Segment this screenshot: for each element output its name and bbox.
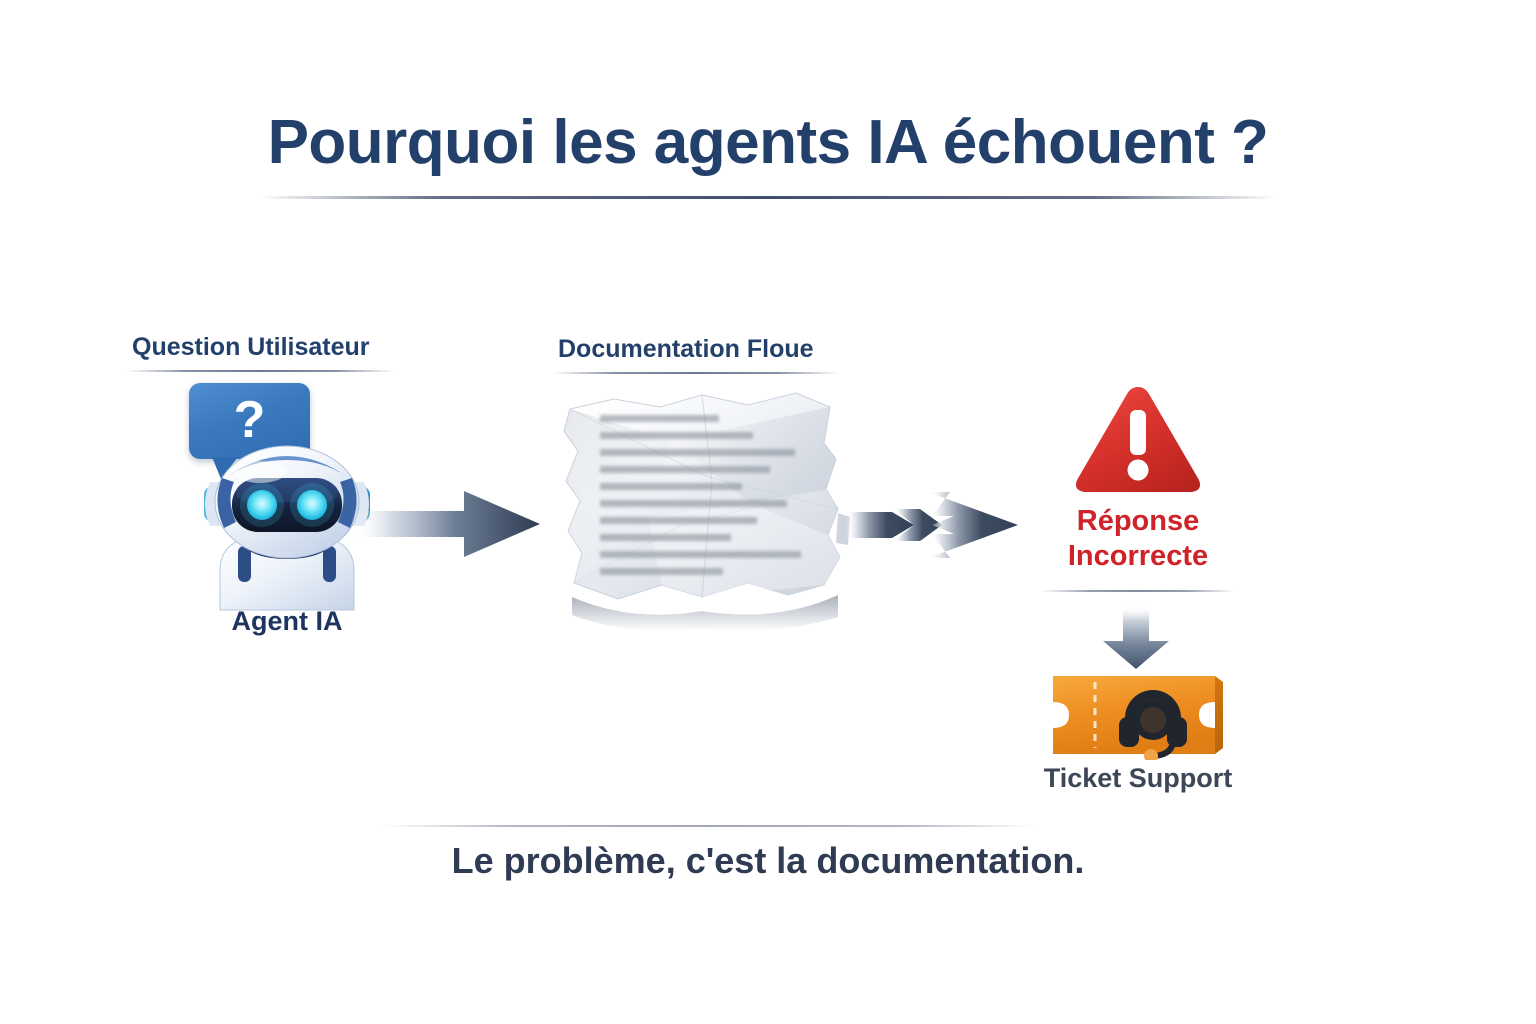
title-divider	[258, 196, 1278, 199]
incorrect-answer-group: Réponse Incorrecte	[1020, 382, 1256, 582]
reponse-line-2: Incorrecte	[1067, 540, 1209, 573]
crumpled-document-group	[552, 385, 852, 650]
reponse-incorrecte-label: Réponse Incorrecte	[1020, 504, 1256, 575]
section-divider-question	[126, 370, 394, 372]
page-title: Pourquoi les agents IA échouent ?	[267, 108, 1269, 177]
section-label-question-utilisateur: Question Utilisateur	[132, 333, 370, 361]
reponse-line-1: Réponse	[1076, 505, 1200, 537]
section-label-documentation-floue: Documentation Floue	[558, 335, 814, 363]
warning-triangle-icon	[1075, 387, 1201, 492]
ai-robot-icon	[204, 445, 370, 611]
ai-agent-group: ?	[182, 382, 392, 662]
support-ticket-headset-icon	[1053, 676, 1223, 760]
agent-ia-label: Agent IA	[231, 606, 343, 636]
reponse-divider	[1040, 590, 1236, 592]
down-arrow-icon	[1103, 607, 1169, 669]
caption-divider	[382, 825, 1034, 827]
right-arrow-icon	[352, 491, 540, 557]
section-divider-documentation	[552, 372, 840, 374]
crumpled-document-icon	[563, 392, 850, 632]
support-ticket-group: Ticket Support	[1035, 668, 1241, 798]
page-caption: Le problème, c'est la documentation.	[451, 840, 1085, 881]
question-mark-glyph: ?	[233, 390, 266, 449]
double-chevron-right-arrow-icon	[846, 492, 1018, 558]
blurred-text-lines	[600, 415, 812, 585]
question-speech-bubble: ?	[189, 383, 310, 479]
ticket-support-label: Ticket Support	[1043, 763, 1233, 793]
